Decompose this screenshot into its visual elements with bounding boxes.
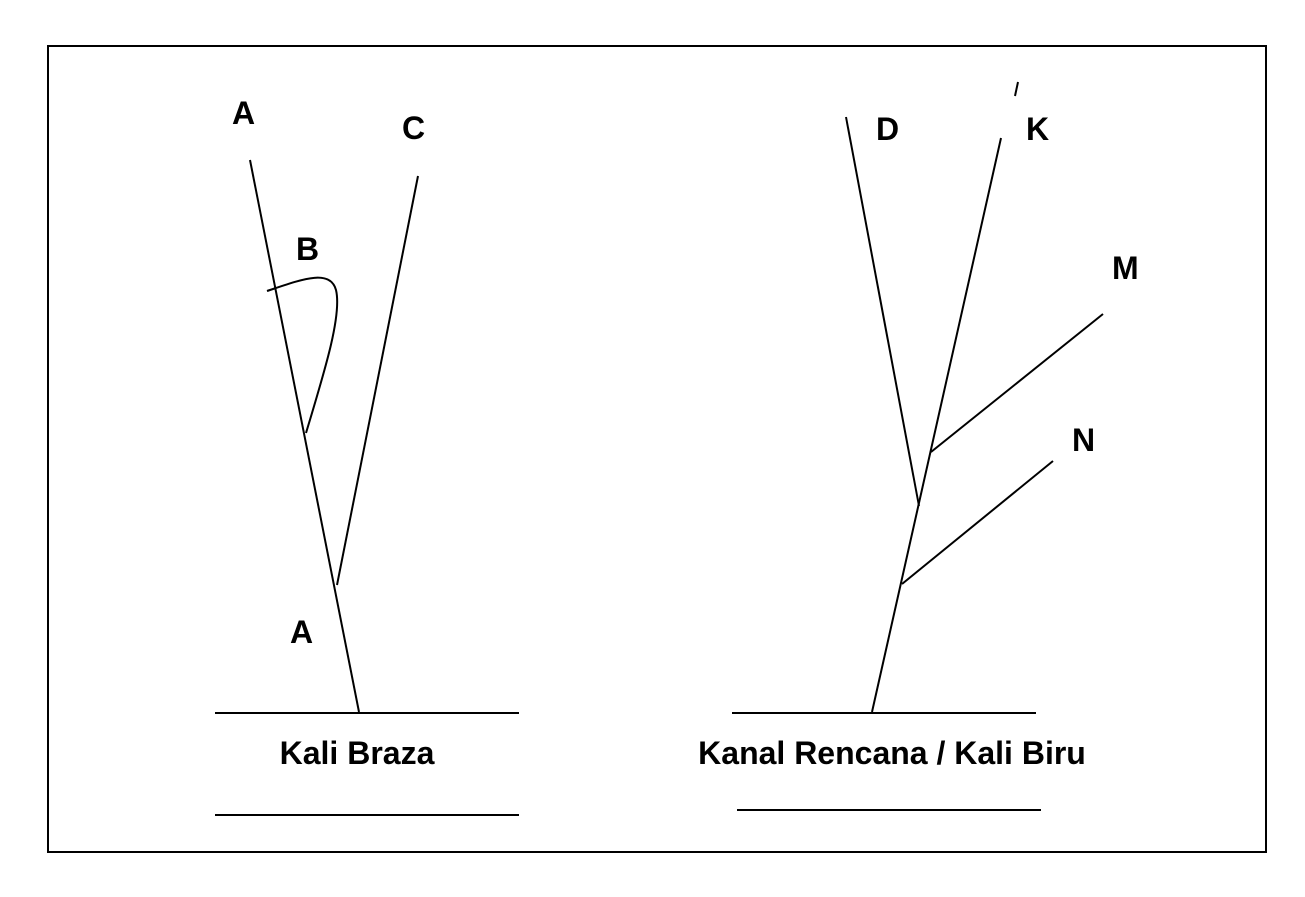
- label-k: K: [1026, 111, 1049, 147]
- river-main-line: [871, 137, 1002, 713]
- right-river-system: D K M N Kanal Rencana / Kali Biru: [698, 81, 1139, 811]
- river-n-line: [901, 460, 1054, 585]
- river-c-line: [336, 175, 419, 586]
- label-a-bottom: A: [290, 614, 313, 650]
- label-n: N: [1072, 422, 1095, 458]
- river-b-loop: [266, 276, 339, 434]
- label-m: M: [1112, 250, 1139, 286]
- river-k-tick: [1014, 81, 1019, 97]
- river-d-line: [845, 116, 920, 507]
- label-a-top: A: [232, 95, 255, 131]
- caption-kali-braza: Kali Braza: [280, 735, 435, 771]
- caption-kanal-rencana: Kanal Rencana / Kali Biru: [698, 735, 1086, 771]
- label-c: C: [402, 110, 425, 146]
- river-a-main-line: [249, 159, 360, 713]
- label-b: B: [296, 231, 319, 267]
- label-d: D: [876, 111, 899, 147]
- river-m-line: [930, 313, 1104, 453]
- diagram-frame: [47, 45, 1267, 853]
- left-river-system: A C B A Kali Braza: [215, 95, 519, 816]
